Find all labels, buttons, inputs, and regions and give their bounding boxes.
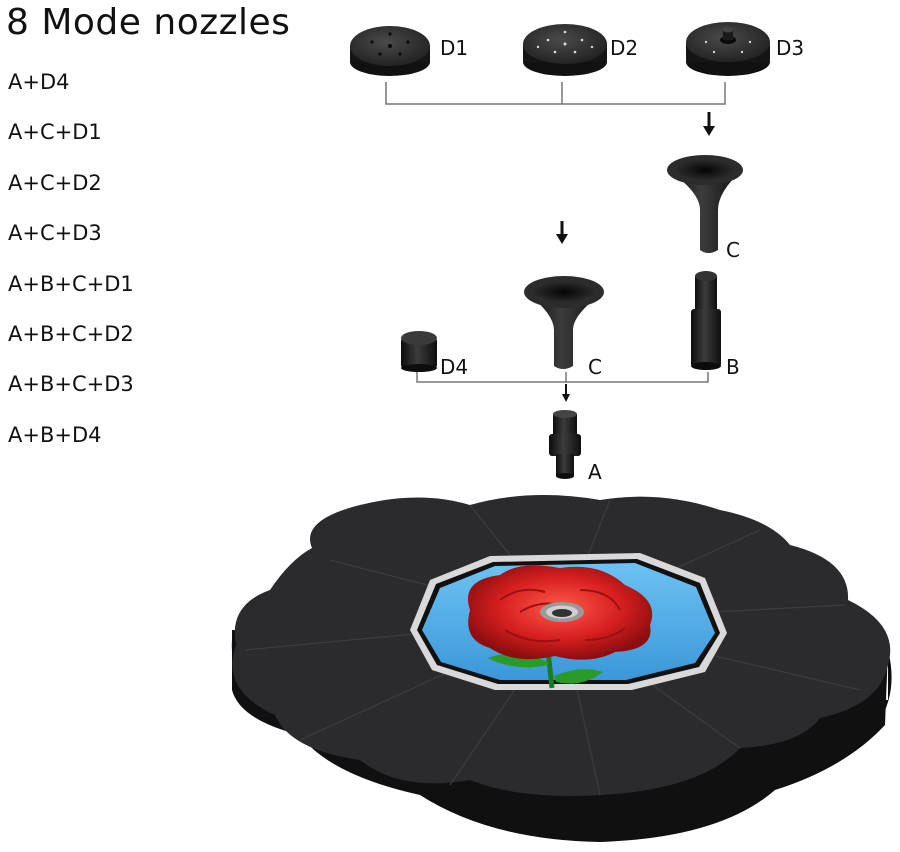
combination-item: A+B+C+D1 — [8, 271, 134, 296]
funnel-c-upper-icon — [667, 155, 743, 253]
combination-item: A+B+C+D2 — [8, 321, 134, 346]
connector-bracket — [416, 372, 709, 383]
label-d2: D2 — [610, 36, 639, 60]
label-d3: D3 — [776, 36, 805, 60]
combination-item: A+D4 — [8, 70, 70, 94]
label-c-lower: C — [588, 355, 602, 379]
label-a: A — [588, 460, 602, 484]
mode-combination-list: A+D4 A+C+D1 A+C+D2 A+C+D3 A+B+C+D1 A+B+C… — [8, 68, 134, 471]
solar-fountain-base — [231, 495, 892, 842]
combination-item: A+C+D2 — [8, 170, 102, 195]
adapter-a-icon — [549, 410, 581, 479]
cap-d4-icon — [401, 331, 437, 372]
funnel-c-lower-icon — [524, 276, 604, 369]
nozzle-d1-icon — [350, 26, 430, 76]
combination-item: A+C+D1 — [8, 120, 102, 145]
nozzle-d2-icon — [523, 24, 607, 76]
arrow-down-icon — [556, 221, 568, 244]
page-title: 8 Mode nozzles — [6, 2, 291, 43]
label-c-upper: C — [726, 238, 740, 262]
combination-item: A+B+D4 — [8, 422, 102, 447]
combination-item: A+C+D3 — [8, 221, 102, 246]
arrow-down-icon — [562, 384, 570, 402]
connector-bracket — [385, 82, 726, 105]
extension-b-icon — [691, 271, 721, 370]
label-b: B — [726, 355, 740, 379]
combination-item: A+B+C+D3 — [8, 372, 134, 397]
label-d1: D1 — [440, 36, 469, 60]
arrow-down-icon — [703, 112, 715, 136]
label-d4: D4 — [440, 355, 469, 379]
nozzle-d3-icon — [686, 22, 770, 76]
